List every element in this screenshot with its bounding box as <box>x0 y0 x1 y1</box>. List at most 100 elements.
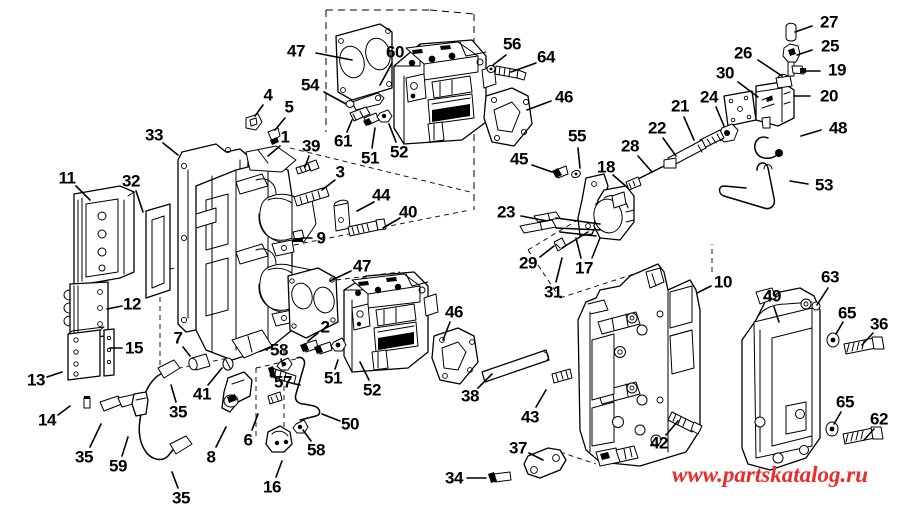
part-42-bolt <box>667 411 703 435</box>
leader-61 <box>346 119 353 133</box>
part-57-screw <box>268 366 297 385</box>
part-56-washer <box>486 65 496 73</box>
leader-52 <box>388 123 397 143</box>
leader-24 <box>715 106 725 127</box>
callout-label-37: 37 <box>509 438 527 458</box>
part-11-body <box>73 185 135 287</box>
leader-60 <box>379 62 393 86</box>
part-58-nut-upper <box>276 357 293 371</box>
leader-41 <box>207 367 223 386</box>
leader-55 <box>577 147 581 169</box>
leader-35b <box>89 423 102 448</box>
part-20-fuel-pump <box>755 75 795 129</box>
part-5-screw <box>267 127 281 145</box>
part-28-rod <box>635 157 677 187</box>
throttle-cluster <box>519 173 635 259</box>
part-44-bracket <box>333 199 351 232</box>
callout-label-1: 1 <box>280 127 290 147</box>
leader-39 <box>304 155 310 168</box>
leader-2 <box>307 332 319 342</box>
leader-22 <box>662 137 677 157</box>
callout-label-9: 9 <box>316 228 326 248</box>
part-65-washer-lower <box>825 421 839 437</box>
leader-32 <box>135 190 144 213</box>
callout-label-18: 18 <box>597 157 615 177</box>
part-3-dowel <box>293 186 330 207</box>
leader-28 <box>637 155 653 173</box>
leader-50 <box>321 413 341 422</box>
leader-59 <box>121 436 129 457</box>
leader-30 <box>737 81 759 98</box>
callout-label-19: 19 <box>828 60 846 80</box>
leader-11 <box>75 185 91 201</box>
callout-label-54: 54 <box>301 75 319 95</box>
part-51-screw-bottom <box>314 341 333 355</box>
callout-label-61: 61 <box>334 131 352 151</box>
part-37-lever <box>523 447 567 479</box>
part-30-plate <box>723 90 757 127</box>
leader-48 <box>800 129 822 137</box>
callout-label-46: 46 <box>555 87 573 107</box>
part-43-spacer <box>551 368 573 384</box>
callout-label-5: 5 <box>284 97 294 117</box>
leader-27 <box>794 25 813 33</box>
callout-label-65: 65 <box>838 303 856 323</box>
leader-58b <box>302 429 312 442</box>
callout-label-52b: 52 <box>363 380 381 400</box>
leader-65b <box>833 411 842 425</box>
part-10-housing <box>577 263 701 467</box>
part-48-clamp <box>754 136 783 159</box>
callout-label-47b: 47 <box>353 256 371 276</box>
leader-18 <box>612 174 629 189</box>
callout-label-58b: 58 <box>307 440 325 460</box>
part-46-gasket-top <box>483 87 533 147</box>
part-15-strip <box>103 328 115 377</box>
callout-label-59: 59 <box>109 456 127 476</box>
callout-label-64: 64 <box>537 47 555 67</box>
callout-label-26: 26 <box>734 43 752 63</box>
leader-62 <box>863 428 875 441</box>
callout-label-36: 36 <box>870 314 888 334</box>
callout-label-17: 17 <box>575 258 593 278</box>
part-58-nut-lower <box>292 419 309 434</box>
part-41-plug <box>222 357 234 371</box>
part-36-bolt <box>843 336 885 355</box>
callout-label-25: 25 <box>821 36 839 56</box>
callout-label-24: 24 <box>700 87 718 107</box>
callout-label-56: 56 <box>503 34 521 54</box>
leader-57 <box>290 382 301 386</box>
leader-23 <box>520 215 548 222</box>
leader-3 <box>321 179 336 191</box>
leader-49 <box>773 306 780 323</box>
callout-label-63: 63 <box>821 267 839 287</box>
callout-label-35b: 35 <box>75 447 93 467</box>
callout-label-41: 41 <box>193 384 211 404</box>
part-carburetor-top <box>393 39 497 145</box>
callout-label-57: 57 <box>274 372 292 392</box>
part-55-washer <box>571 169 581 179</box>
part-7-bushing <box>188 353 211 371</box>
part-46-gasket-bottom <box>431 327 479 385</box>
part-47-gasket-top <box>335 23 393 101</box>
callout-label-49: 49 <box>763 286 781 306</box>
callout-label-10: 10 <box>714 272 732 292</box>
callout-label-52: 52 <box>390 142 408 162</box>
part-65-washer-upper <box>826 332 840 348</box>
callout-label-3: 3 <box>335 162 345 182</box>
part-62-bolt <box>842 426 884 445</box>
part-32-gasket <box>145 203 171 299</box>
leader-40 <box>382 217 401 229</box>
callout-label-29: 29 <box>519 253 537 273</box>
callout-label-35c: 35 <box>172 488 190 508</box>
part-16-clip <box>265 425 293 453</box>
callout-label-42: 42 <box>650 433 668 453</box>
leader-46 <box>526 100 552 111</box>
leader-8 <box>215 426 227 448</box>
callout-label-22: 22 <box>648 118 666 138</box>
callout-label-27: 27 <box>820 12 838 32</box>
leader-51 <box>371 127 376 149</box>
callout-label-50: 50 <box>341 414 359 434</box>
leader-7 <box>182 346 191 357</box>
